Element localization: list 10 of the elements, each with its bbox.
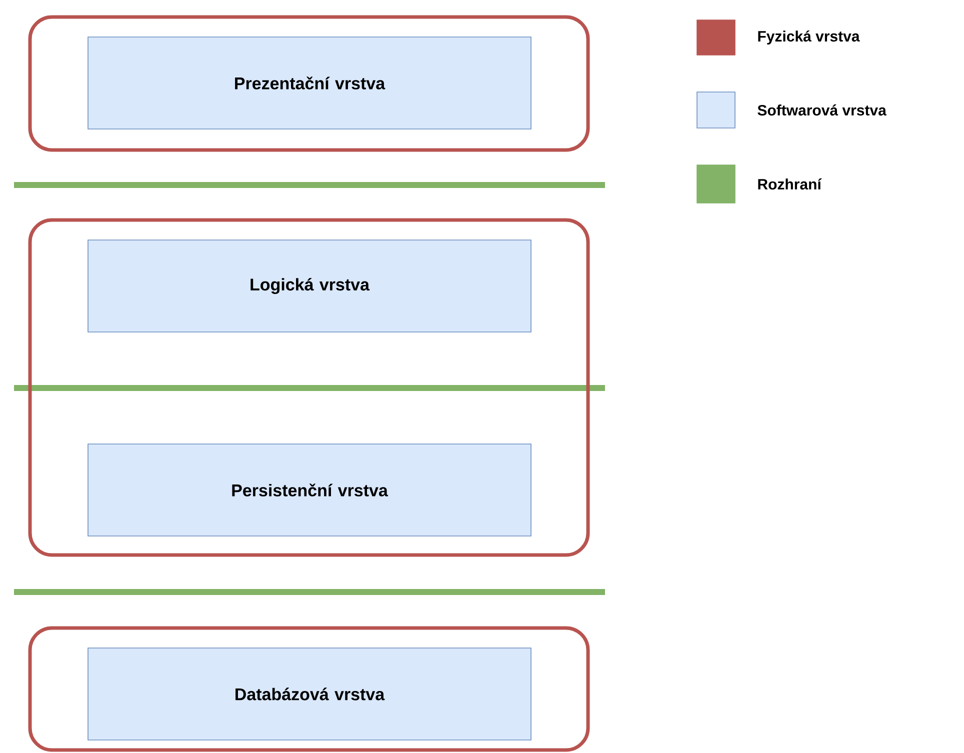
legend-label: Fyzická vrstva <box>758 30 860 45</box>
layer-box: Persistenční vrstva <box>88 444 532 536</box>
layer-box: Databázová vrstva <box>88 648 532 740</box>
legend-label: Softwarová vrstva <box>758 104 886 116</box>
layer-box: Prezentační vrstva <box>88 36 532 130</box>
legend-label: Rozhraní <box>758 178 822 190</box>
tier-frame <box>28 626 590 752</box>
layer-box: Logická vrstva <box>88 240 532 332</box>
tier-frame <box>28 218 590 557</box>
tier-frame <box>28 15 590 152</box>
